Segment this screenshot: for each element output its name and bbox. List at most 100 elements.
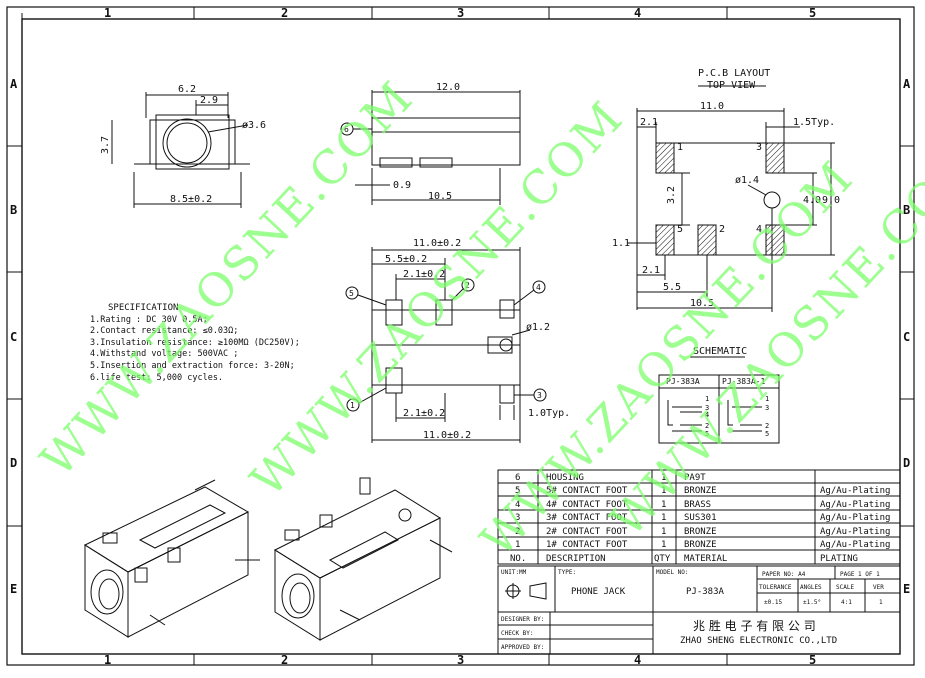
bom-qty: 1 [661, 513, 666, 523]
dim-label: 10.5 [428, 191, 452, 202]
balloon-number: 3 [537, 391, 542, 400]
row-label: B [10, 203, 17, 217]
bom-plating: Ag/Au-Plating [820, 540, 890, 550]
page-number: PAGE 1 OF 1 [840, 571, 880, 578]
dim-label: 1.5Typ. [793, 117, 835, 128]
col-label: 2 [281, 6, 288, 20]
frame-labels: 1 2 3 4 5 1 2 3 4 5 A B C D E A B C D E [10, 6, 911, 667]
row-label: B [903, 203, 910, 217]
row-label: C [10, 330, 17, 344]
dim-label: 6.2 [178, 84, 196, 95]
company-name-en: ZHAO SHENG ELECTRONIC CO.,LTD [680, 636, 837, 646]
bom-qty: 1 [661, 527, 666, 537]
front-view [111, 92, 250, 208]
pcb-subtitle: TOP VIEW [707, 80, 756, 91]
col-label: 3 [457, 6, 464, 20]
pin-number: 4 [756, 224, 762, 235]
scale-value: 4:1 [841, 599, 852, 606]
bom-desc: 3# CONTACT FOOT [546, 513, 628, 523]
dim-label: 11.0 [700, 101, 724, 112]
dim-label: 1.1 [612, 238, 630, 249]
ver-label: VER [873, 584, 884, 591]
bom-no: 4 [515, 500, 520, 510]
bom-header: MATERIAL [684, 554, 727, 564]
row-label: E [903, 582, 910, 596]
dim-label: 10.5 [690, 298, 714, 309]
bom-plating: Ag/Au-Plating [820, 527, 890, 537]
balloon-number: 4 [536, 283, 541, 292]
dim-label: 11.0±0.2 [413, 238, 461, 249]
pin-number: 2 [765, 422, 769, 430]
balloon-number: 5 [349, 289, 354, 298]
schematic-title: SCHEMATIC [693, 346, 747, 357]
isometric-view-left [83, 479, 260, 638]
spec-item: 3.Insulation resistance: ≥100MΩ (DC250V)… [90, 337, 300, 348]
bom-header: DESCRIPTION [546, 554, 606, 564]
row-label: D [10, 456, 17, 470]
pin-number: 1 [705, 395, 709, 403]
dim-label: ø1.4 [735, 175, 759, 186]
dim-label: 12.0 [436, 82, 460, 93]
dim-label: ø1.2 [526, 322, 550, 333]
pin-number: 4 [705, 411, 709, 419]
col-label: 1 [104, 6, 111, 20]
row-label: D [903, 456, 910, 470]
bom-qty: 1 [661, 486, 666, 496]
bom-mat: BRONZE [684, 540, 717, 550]
bom-header: QTY [654, 554, 671, 564]
row-label: A [903, 77, 911, 91]
bom-header: PLATING [820, 554, 858, 564]
col-label: 3 [457, 653, 464, 667]
pcb-labels: P.C.B LAYOUT TOP VIEW 11.0 2.1 1.5Typ. ø… [612, 68, 840, 309]
dim-label: 2.9 [200, 95, 218, 106]
balloon-number: 6 [344, 125, 349, 134]
pin-number: 1 [677, 142, 683, 153]
balloon-number: 1 [350, 401, 355, 410]
bom-no: 5 [515, 486, 520, 496]
bom-desc: 5# CONTACT FOOT [546, 486, 628, 496]
dim-label: ø3.6 [242, 120, 266, 131]
side-view-dims: 12.0 6 0.9 10.5 [344, 82, 460, 202]
model-value: PJ-383A [686, 587, 725, 597]
col-label: 4 [634, 6, 641, 20]
paper-number: PAPER NO: A4 [762, 571, 806, 578]
schematic [658, 356, 780, 444]
bom-desc: HOUSING [546, 473, 584, 483]
pin-number: 5 [765, 430, 769, 438]
pin-number: 3 [765, 404, 769, 412]
angles-label: ANGLES [800, 584, 822, 591]
spec-item: 2.Contact resistance: ≤0.03Ω; [90, 326, 239, 337]
dim-label: 9.0 [822, 195, 840, 206]
bom-qty: 1 [661, 500, 666, 510]
dim-label: 5.5±0.2 [385, 254, 427, 265]
top-view-dims: 11.0±0.2 5.5±0.2 2.1±0.2 ø1.2 2.1±0.2 1.… [349, 238, 570, 441]
tolerance-label: TOLERANCE [759, 584, 792, 591]
row-label: E [10, 582, 17, 596]
dim-label: 11.0±0.2 [423, 430, 471, 441]
type-value: PHONE JACK [571, 587, 626, 597]
dim-label: 1.0Typ. [528, 408, 570, 419]
row-label: C [903, 330, 910, 344]
tolerance-value: ±0.15 [764, 599, 782, 606]
bom-qty: 1 [661, 540, 666, 550]
spec-title: SPECIFICATION [108, 303, 179, 313]
dim-label: 2.1±0.2 [403, 408, 445, 419]
title-block-text: UNIT:MM TYPE: PHONE JACK MODEL NO: PJ-38… [501, 569, 884, 651]
schematic-labels: SCHEMATIC PJ-383A PJ-383A-1 1 3 4 2 5 1 … [666, 346, 769, 438]
bom-mat: BRONZE [684, 486, 717, 496]
approved-label: APPROVED BY: [501, 644, 544, 651]
pin-number: 3 [705, 404, 709, 412]
bom-mat: PA9T [684, 473, 706, 483]
border-frame [6, 6, 915, 666]
dim-label: 8.5±0.2 [170, 194, 212, 205]
bom-no: 2 [515, 527, 520, 537]
check-label: CHECK BY: [501, 630, 534, 637]
dim-label: 4.0 [803, 195, 821, 206]
bom-plating: Ag/Au-Plating [820, 513, 890, 523]
col-label: 4 [634, 653, 641, 667]
schematic-col: PJ-383A [666, 377, 700, 386]
dim-label: 3.7 [100, 136, 111, 154]
bom-plating: Ag/Au-Plating [820, 486, 890, 496]
spec-item: 6.life test: 5,000 cycles. [90, 372, 224, 383]
